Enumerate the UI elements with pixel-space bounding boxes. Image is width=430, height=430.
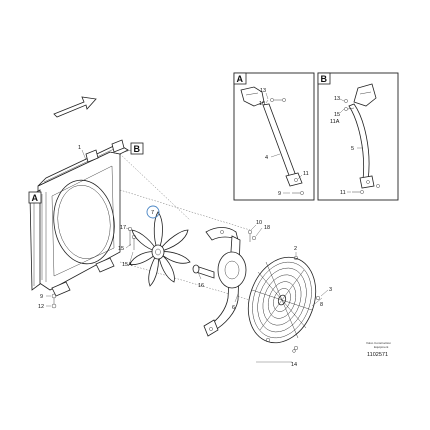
callout-14: 14: [291, 362, 297, 368]
callout-17: 17: [120, 225, 126, 231]
callout-8: 8: [320, 302, 323, 308]
detail-a-label-13: 13: [260, 88, 266, 94]
detail-a-label-9: 9: [278, 191, 281, 197]
callout-7: 7: [151, 210, 154, 216]
fan-guard: 2 3 8 14: [247, 246, 332, 368]
detail-box-a: A 13 10 4 11 9: [233, 72, 315, 201]
detail-a-label-11: 11: [303, 171, 309, 177]
callout-9: 9: [40, 294, 43, 300]
fan-bolts: 17 15 15A: [118, 225, 137, 268]
figure-credit: Volvo Construction Equipment 1102571: [366, 341, 391, 358]
callout-b-marker: B: [123, 142, 144, 155]
fan: 7: [129, 205, 191, 287]
callout-15a: 15A: [122, 262, 132, 268]
credit-line-2: Equipment: [374, 345, 389, 349]
callout-15: 15: [118, 246, 124, 252]
svg-text:B: B: [134, 144, 141, 154]
detail-b-label-11a: 11A: [330, 119, 340, 125]
callout-3: 3: [329, 287, 332, 293]
direction-arrow-icon: [53, 96, 97, 118]
detail-box-b: B 13 15 11A 5 11: [317, 72, 399, 201]
callout-6: 6: [232, 305, 235, 311]
support-bracket: 16 6: [192, 227, 247, 337]
detail-a-label-10: 10: [259, 101, 265, 107]
figure-number: 1102571: [367, 352, 388, 358]
detail-b-letter: B: [321, 74, 328, 84]
assembly-lines: [119, 153, 251, 301]
svg-text:A: A: [32, 193, 39, 203]
detail-a-label-4: 4: [265, 155, 268, 161]
callout-12: 12: [38, 304, 44, 310]
detail-b-label-11: 11: [340, 190, 346, 196]
credit-line-1: Volvo Construction: [366, 341, 391, 345]
bracket-bolts: 10 18: [247, 220, 270, 242]
callout-16: 16: [198, 283, 204, 289]
detail-b-label-15: 15: [334, 112, 340, 118]
callout-18: 18: [264, 225, 270, 231]
callout-a-marker: A: [28, 191, 42, 204]
callout-1: 1: [78, 145, 81, 151]
detail-b-label-13: 13: [334, 96, 340, 102]
detail-a-letter: A: [237, 74, 244, 84]
lower-fasteners: 9 12: [38, 293, 57, 310]
callout-2: 2: [294, 246, 297, 252]
callout-10: 10: [256, 220, 262, 226]
radiator-shroud: 1: [29, 139, 129, 297]
detail-b-label-5: 5: [351, 146, 354, 152]
